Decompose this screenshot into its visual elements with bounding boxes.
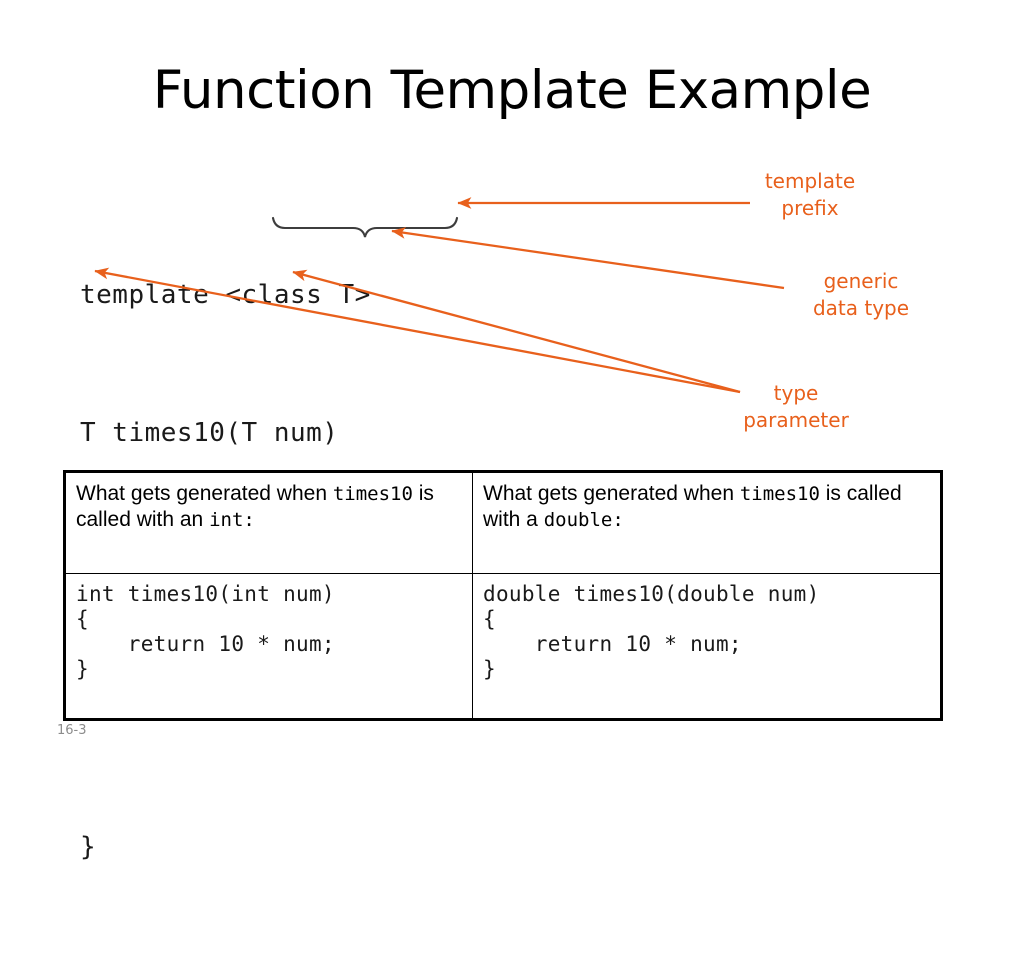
table-header-cell-int: What gets generated when times10 is call… — [64, 471, 473, 574]
header-int-code-2: int — [209, 509, 244, 531]
code-line-0: template <class T> — [80, 280, 371, 310]
header-double-text-2: is called with a — [483, 482, 902, 531]
annotation-generic-data-type: generic data type — [812, 269, 910, 320]
header-double-text-3: : — [612, 509, 624, 531]
generated-code-double: double times10(double num) { return 10 *… — [483, 582, 820, 681]
header-int-text-3: : — [243, 509, 255, 531]
slide-number: 16-3 — [57, 723, 87, 738]
slide-canvas: Function Template Example template <clas… — [57, 60, 943, 862]
header-int-text-1: What gets generated when — [76, 482, 333, 505]
annotation-template-prefix: template prefix — [764, 169, 856, 220]
table-cell-int-code: int times10(int num) { return 10 * num; … — [64, 573, 473, 720]
header-int-code-1: times10 — [332, 483, 413, 505]
arrow-generic-data-type — [391, 227, 785, 290]
annotation-type-parameter: type parameter — [743, 381, 849, 432]
table-body-row: int times10(int num) { return 10 * num; … — [64, 573, 942, 720]
code-line-1: T times10(T num) — [80, 418, 339, 448]
page-title: Function Template Example — [152, 60, 872, 121]
table-header-row: What gets generated when times10 is call… — [64, 471, 942, 574]
header-double-code-2: double — [543, 509, 613, 531]
table-header-cell-double: What gets generated when times10 is call… — [472, 471, 942, 574]
header-double-code-1: times10 — [739, 483, 820, 505]
table-cell-double-code: double times10(double num) { return 10 *… — [472, 573, 942, 720]
generated-code-int: int times10(int num) { return 10 * num; … — [76, 582, 335, 681]
code-line-4: } — [80, 832, 97, 862]
header-double-text-1: What gets generated when — [483, 482, 740, 505]
header-int-text-2: is called with an — [76, 482, 434, 531]
instantiation-comparison-table: What gets generated when times10 is call… — [63, 470, 943, 721]
